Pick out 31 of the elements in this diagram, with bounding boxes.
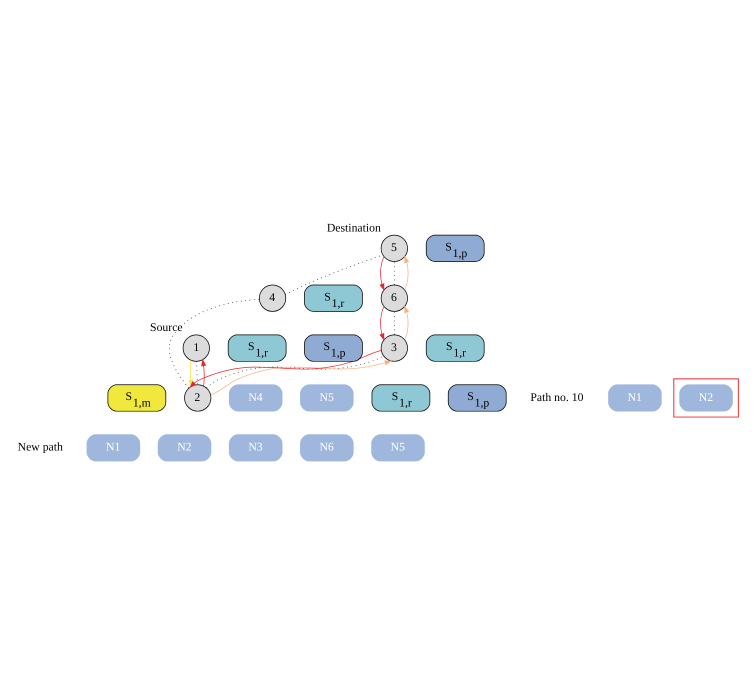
node-label: Destination xyxy=(326,221,381,234)
node-circle: 1 xyxy=(182,334,210,362)
arrow xyxy=(379,256,384,291)
arrow xyxy=(404,305,410,340)
label: New path xyxy=(18,440,63,454)
arrow xyxy=(404,256,410,290)
node-box: N1 xyxy=(608,384,662,412)
node-box: N4 xyxy=(228,384,282,412)
connector xyxy=(206,355,384,388)
cluster xyxy=(673,378,739,418)
connector xyxy=(284,254,384,295)
node-box: N3 xyxy=(228,434,282,462)
node-box: N5 xyxy=(371,434,425,462)
node-box: N2 xyxy=(158,434,212,462)
node-label: Source xyxy=(150,321,183,334)
node-circle: 5 xyxy=(380,234,408,262)
arrow xyxy=(210,360,392,396)
node-circle: 2 xyxy=(184,384,212,412)
node-box: N1 xyxy=(86,434,140,462)
arrow xyxy=(379,306,384,341)
node-circle: 3 xyxy=(380,334,408,362)
node-box: N5 xyxy=(300,384,354,412)
arrow xyxy=(201,358,206,386)
node-circle: 4 xyxy=(258,284,286,312)
connector xyxy=(196,360,198,386)
node-box: N6 xyxy=(300,434,354,462)
label: Path no. 10 xyxy=(530,390,584,404)
connector xyxy=(394,311,395,335)
connector xyxy=(394,261,395,286)
node-box: N2 xyxy=(679,384,733,412)
node-circle: 6 xyxy=(380,284,408,312)
